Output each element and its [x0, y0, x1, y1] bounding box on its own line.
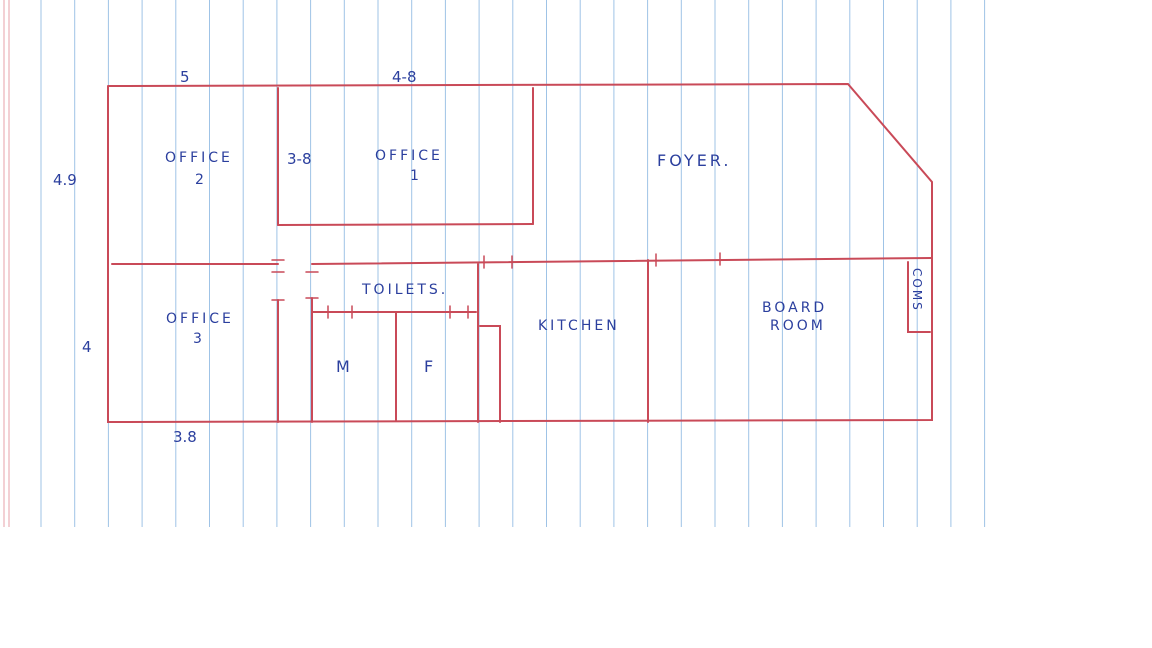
dim-bottom: 3.8	[173, 428, 197, 446]
dim-left-lower: 4	[82, 338, 92, 356]
room-labels: OFFICE 2 OFFICE 1 FOYER. OFFICE 3 TOILET…	[165, 148, 924, 376]
dimension-labels: 5 4-8 4.9 3-8 4 3.8	[53, 68, 417, 446]
label-office3: OFFICE	[166, 311, 234, 327]
dim-left-upper: 4.9	[53, 171, 77, 189]
label-office2: OFFICE	[165, 150, 233, 166]
wall-office1-bottom	[277, 223, 534, 226]
label-foyer: FOYER.	[657, 151, 731, 170]
label-female: F	[424, 357, 436, 376]
label-toilets: TOILETS.	[361, 282, 448, 298]
label-office1-num: 1	[410, 168, 422, 184]
kitchen-cupboard	[479, 325, 501, 423]
label-coms: COMS	[910, 268, 924, 312]
label-room: ROOM	[770, 318, 826, 334]
label-male: M	[336, 357, 353, 376]
outer-wall	[107, 82, 933, 424]
label-office3-num: 3	[193, 331, 205, 347]
door-marks	[271, 252, 721, 319]
walls	[107, 82, 933, 424]
label-kitchen: KITCHEN	[538, 318, 620, 334]
label-office1: OFFICE	[375, 148, 443, 164]
dim-top-mid: 4-8	[392, 68, 417, 86]
wall-mid-right	[311, 257, 933, 265]
dim-top-left: 5	[180, 68, 190, 86]
coms-box	[907, 261, 931, 333]
label-office2-num: 2	[195, 172, 207, 188]
label-board: BOARD	[762, 300, 827, 316]
dim-office-divider: 3-8	[287, 150, 312, 168]
